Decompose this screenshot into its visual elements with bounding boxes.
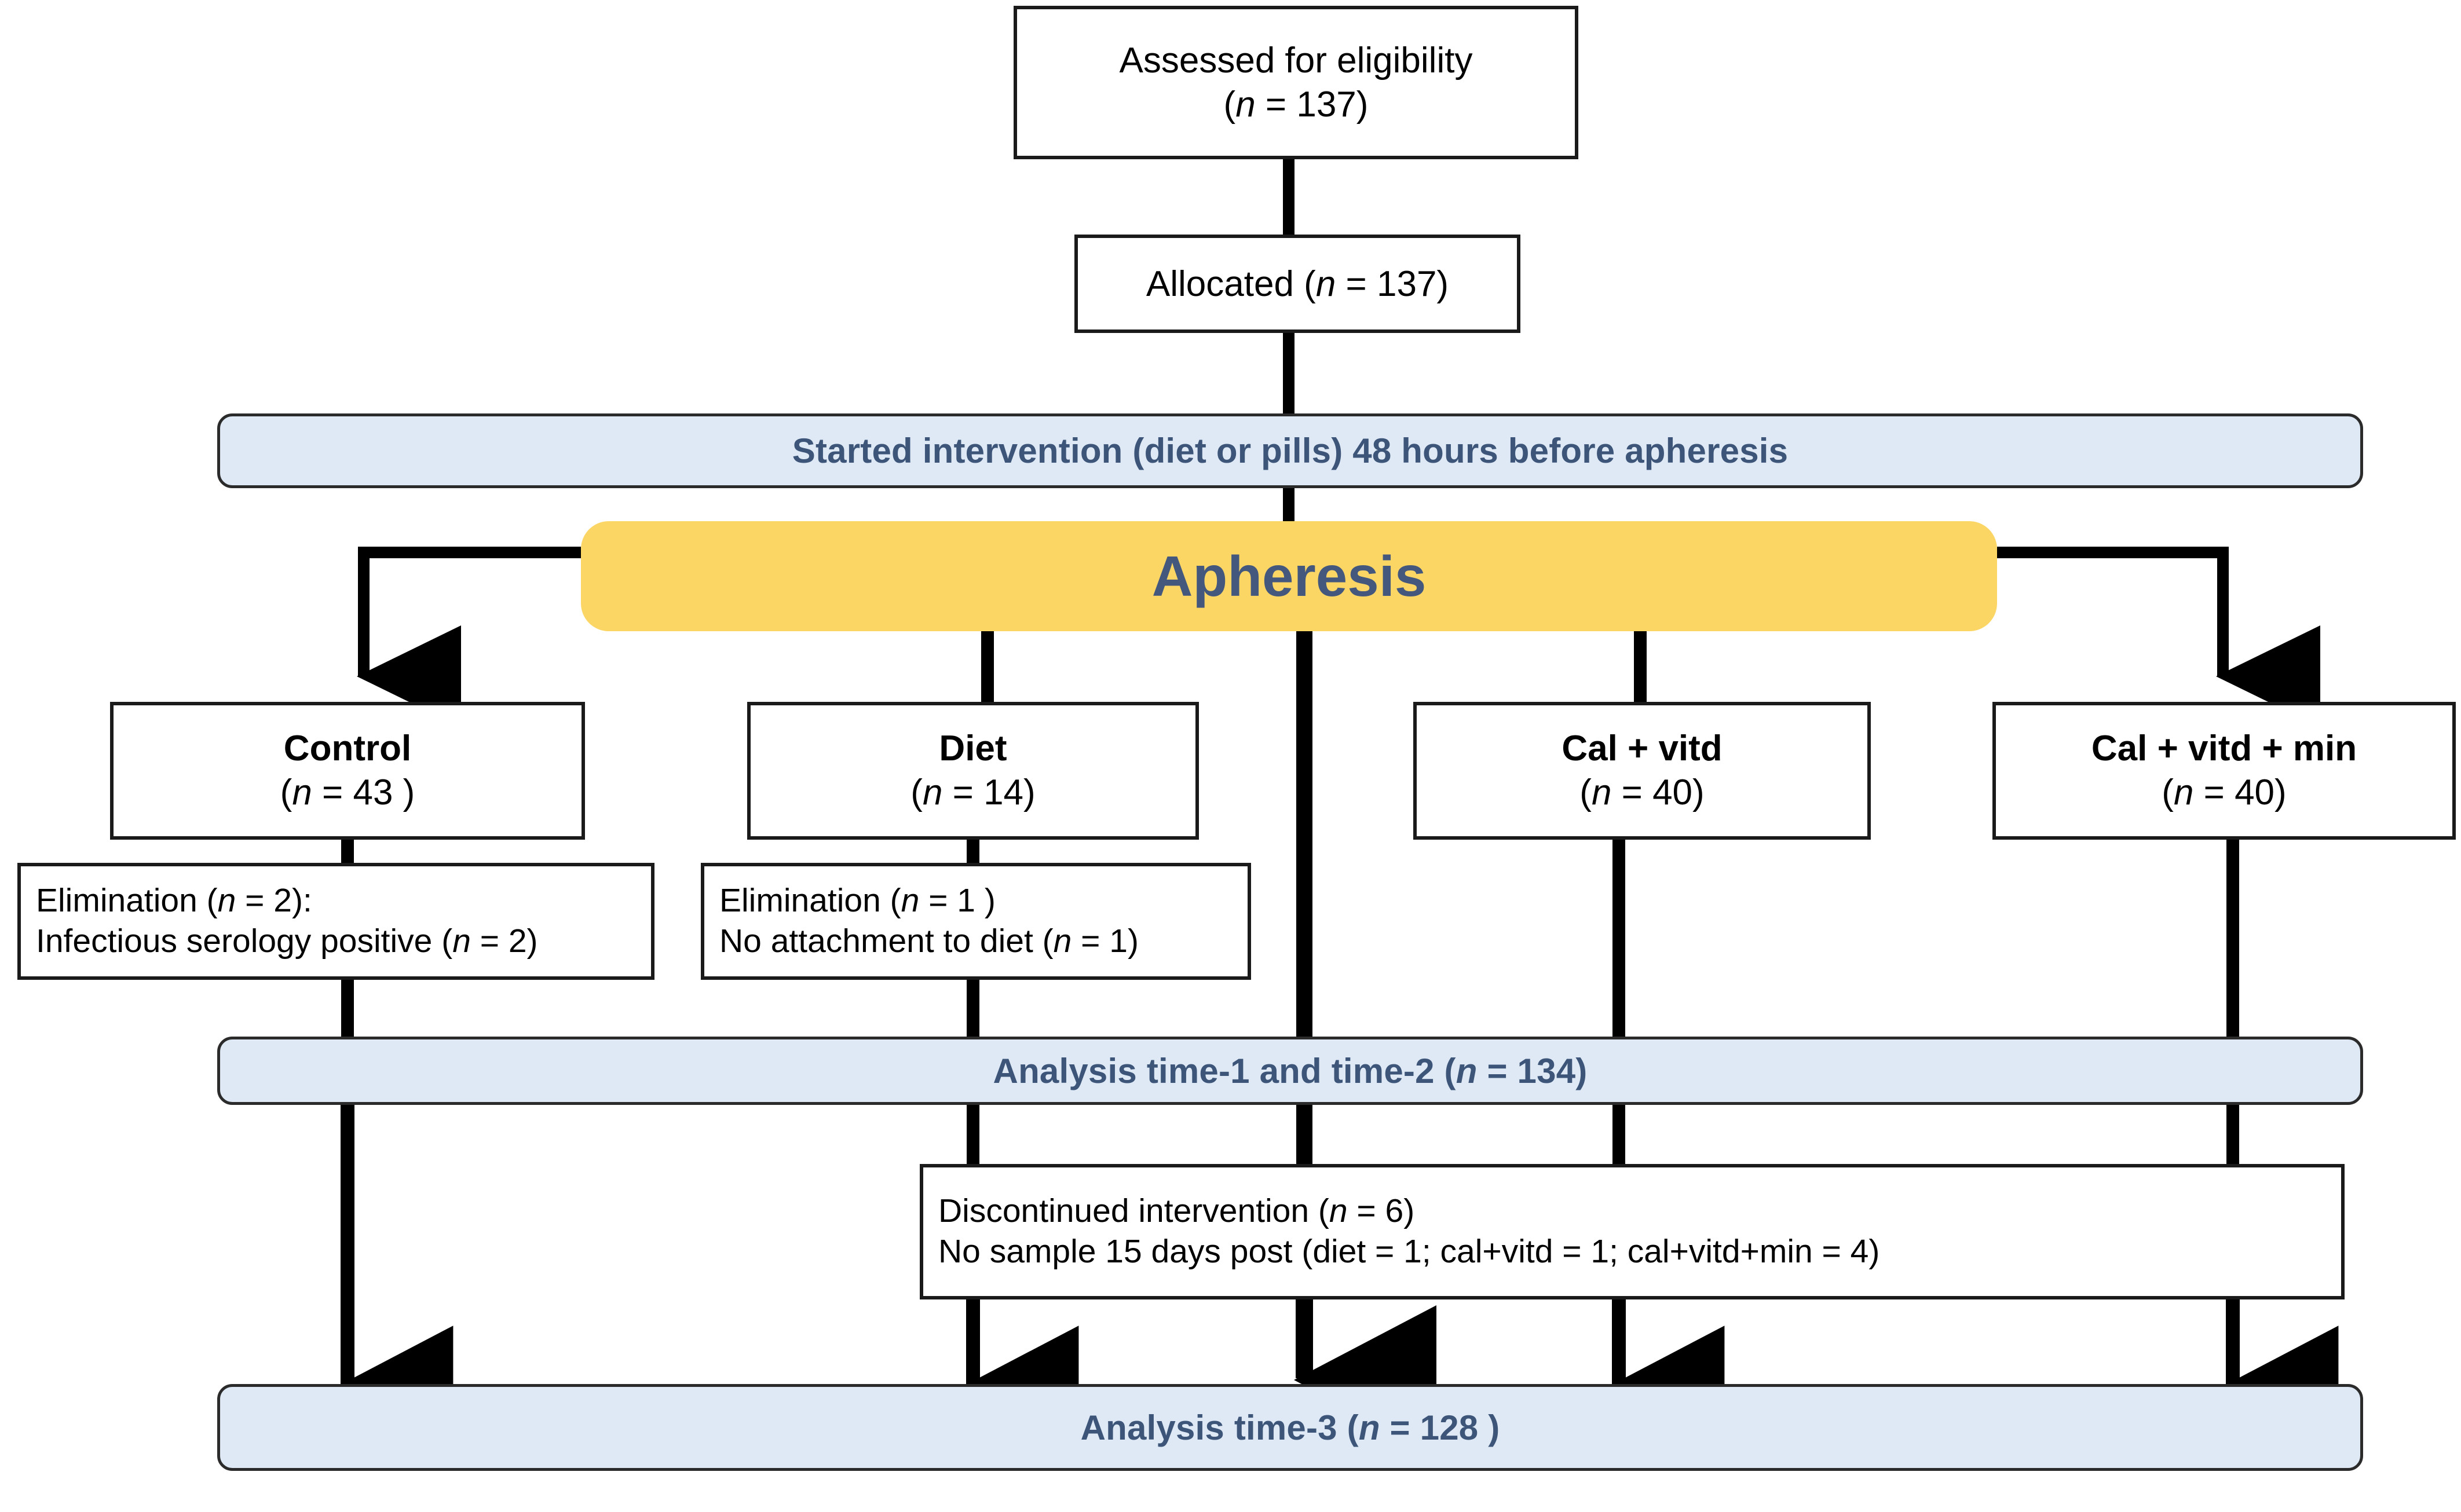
discontinued-line2: No sample 15 days post (diet = 1; cal+vi… — [938, 1233, 1880, 1270]
elimination-diet-line2: No attachment to diet (n = 1) — [719, 922, 1139, 960]
apheresis-label: Apheresis — [1151, 544, 1427, 608]
group-diet-title: Diet — [939, 728, 1007, 769]
node-discontinued-intervention[interactable]: Discontinued intervention (n = 6) No sam… — [920, 1164, 2345, 1299]
banner-intervention-label: Started intervention (diet or pills) 48 … — [792, 431, 1789, 470]
node-group-cal-vitd-min[interactable]: Cal + vitd + min (n = 40) — [1992, 702, 2456, 840]
connector-apheresis-control — [356, 547, 581, 728]
banner-apheresis[interactable]: Apheresis — [581, 521, 1997, 631]
group-cal-vitd-title: Cal + vitd — [1562, 728, 1723, 769]
node-assessed-for-eligibility[interactable]: Assessed for eligibility (n = 137) — [1014, 6, 1578, 159]
node-allocated[interactable]: Allocated (n = 137) — [1074, 235, 1520, 333]
group-control-title: Control — [283, 728, 412, 769]
node-group-control[interactable]: Control (n = 43 ) — [110, 702, 585, 840]
discontinued-line1: Discontinued intervention (n = 6) — [938, 1192, 1415, 1230]
node-group-diet[interactable]: Diet (n = 14) — [747, 702, 1199, 840]
banner-analysis-12-label: Analysis time-1 and time-2 (n = 134) — [993, 1051, 1588, 1090]
allocated-label: Allocated (n = 137) — [1146, 263, 1449, 304]
banner-analysis-time-3[interactable]: Analysis time-3 (n = 128 ) — [217, 1384, 2363, 1471]
node-elimination-control[interactable]: Elimination (n = 2): Infectious serology… — [17, 863, 654, 980]
banner-analysis-3-label: Analysis time-3 (n = 128 ) — [1080, 1408, 1500, 1447]
node-elimination-diet[interactable]: Elimination (n = 1 ) No attachment to di… — [701, 863, 1251, 980]
banner-started-intervention[interactable]: Started intervention (diet or pills) 48 … — [217, 413, 2363, 488]
eligibility-line1: Assessed for eligibility — [1119, 40, 1473, 80]
node-group-cal-vitd[interactable]: Cal + vitd (n = 40) — [1413, 702, 1871, 840]
group-cal-vitd-min-n: (n = 40) — [2162, 773, 2287, 812]
group-cal-vitd-n: (n = 40) — [1579, 773, 1705, 812]
elimination-diet-line1: Elimination (n = 1 ) — [719, 882, 996, 920]
banner-analysis-time-1-2[interactable]: Analysis time-1 and time-2 (n = 134) — [217, 1037, 2363, 1105]
group-control-n: (n = 43 ) — [280, 773, 415, 812]
connector-apheresis-calvitdmin — [1997, 547, 2320, 728]
group-diet-n: (n = 14) — [910, 773, 1036, 812]
eligibility-line2: (n = 137) — [1223, 84, 1369, 125]
group-cal-vitd-min-title: Cal + vitd + min — [2091, 728, 2357, 769]
elimination-control-line1: Elimination (n = 2): — [36, 882, 312, 920]
elimination-control-line2: Infectious serology positive (n = 2) — [36, 922, 538, 960]
